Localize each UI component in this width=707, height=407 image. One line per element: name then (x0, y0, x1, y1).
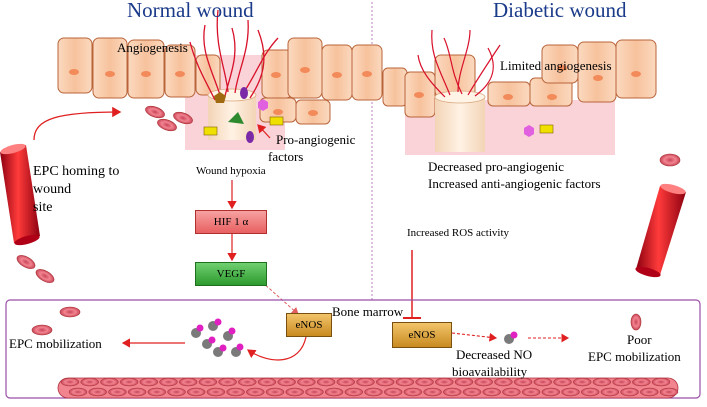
marrow-red-cell (572, 377, 592, 387)
epc-cluster-right (504, 331, 518, 344)
left-blood-vessel (0, 143, 40, 246)
right-blood-vessel (635, 183, 686, 278)
marrow-red-cell (226, 387, 245, 397)
arrow-vegf-enos (261, 281, 299, 315)
marrow-red-cell (423, 387, 442, 397)
bottom-blood-vessel (57, 377, 679, 399)
marrow-red-cell (612, 377, 631, 387)
marrow-red-cell (60, 377, 80, 387)
marrow-red-cell (533, 377, 553, 387)
marrow-red-cell (541, 387, 561, 397)
marrow-red-cell (620, 387, 639, 397)
label-increased-anti-angiogenic: Increased anti-angiogenic factors (428, 176, 601, 191)
marrow-red-cell (474, 377, 493, 387)
marrow-red-cell (502, 387, 521, 397)
marrow-red-cell (100, 377, 119, 387)
marrow-red-cell (246, 387, 265, 397)
marrow-red-cell (88, 387, 107, 397)
marrow-red-cell (238, 377, 257, 387)
label-angiogenesis: Angiogenesis (117, 40, 188, 55)
marrow-red-cell (344, 387, 364, 397)
marrow-red-cell (305, 387, 324, 397)
label-epc-homing-3: site (33, 200, 53, 215)
marrow-red-cell (297, 377, 316, 387)
left-skin-layer (57, 9, 383, 150)
title-normal-wound: Normal wound (127, 0, 254, 22)
right-skin-layer (382, 29, 657, 155)
label-bone-marrow: Bone marrow (332, 304, 404, 319)
marrow-red-cell (218, 377, 237, 387)
label-wound-hypoxia: Wound hypoxia (196, 165, 266, 177)
arrow-enos-no (451, 332, 498, 342)
epc-cluster-left (191, 318, 244, 357)
enos-box-right: eNOS (392, 322, 452, 348)
marrow-red-cell (494, 377, 513, 387)
label-factors: factors (268, 149, 304, 164)
label-pro-angiogenic: Pro-angiogenic (276, 132, 356, 147)
marrow-red-cell (178, 377, 198, 387)
marrow-red-cell (167, 387, 186, 397)
marrow-red-cell (257, 377, 277, 387)
marrow-red-cell (375, 377, 395, 387)
label-decreased-no: Decreased NO (456, 347, 533, 362)
label-increased-ros: Increased ROS activity (407, 227, 510, 239)
marrow-red-cell (206, 387, 226, 397)
marrow-red-cell (159, 377, 178, 387)
label-bioavailability: bioavailability (452, 364, 528, 379)
title-diabetic-wound: Diabetic wound (493, 0, 627, 22)
label-limited-angiogenesis: Limited angiogenesis (500, 58, 612, 73)
marrow-red-cell (443, 387, 462, 397)
marrow-red-cell (383, 387, 403, 397)
marrow-red-cell (454, 377, 474, 387)
homing-arrow (33, 106, 122, 141)
marrow-red-cell (415, 377, 434, 387)
marrow-red-cell (80, 377, 99, 387)
marrow-red-cell (316, 377, 336, 387)
marrow-red-cell (513, 377, 533, 387)
marrow-red-cell (147, 387, 167, 397)
marrow-red-cell (285, 387, 304, 397)
marrow-red-cell (553, 377, 572, 387)
marrow-red-cell (395, 377, 415, 387)
marrow-red-cell (659, 387, 679, 397)
marrow-red-cell (139, 377, 159, 387)
hif-box: HIF 1 α (195, 210, 267, 234)
marrow-red-cell (108, 387, 127, 397)
marrow-red-cell (632, 377, 651, 387)
red-blood-cells (16, 105, 681, 336)
marrow-red-cell (127, 387, 147, 397)
marrow-red-cell (462, 387, 482, 397)
marrow-red-cell (336, 377, 356, 387)
marrow-red-cell (277, 377, 296, 387)
enos-box-left: eNOS (286, 313, 332, 337)
marrow-red-cell (119, 377, 139, 387)
marrow-red-cell (640, 387, 659, 397)
vegf-box: VEGF (195, 262, 267, 286)
marrow-red-cell (68, 387, 88, 397)
marrow-red-cell (356, 377, 375, 387)
marrow-red-cell (592, 377, 612, 387)
label-epc-homing-2: wound (33, 182, 72, 197)
marrow-red-cell (364, 387, 383, 397)
marrow-red-cell (580, 387, 600, 397)
marrow-red-cell (403, 387, 423, 397)
label-epc-mobilization: EPC mobilization (9, 336, 102, 351)
marrow-red-cell (198, 377, 218, 387)
marrow-red-cell (600, 387, 620, 397)
marrow-red-cell (186, 387, 206, 397)
arrow-enos-release (247, 336, 307, 361)
label-poor: Poor (627, 332, 652, 347)
label-decreased-pro-angiogenic: Decreased pro-angiogenic (428, 159, 565, 174)
marrow-red-cell (482, 387, 501, 397)
marrow-red-cell (265, 387, 285, 397)
marrow-red-cell (651, 377, 671, 387)
marrow-red-cell (561, 387, 580, 397)
label-poor-epc-mobilization: EPC mobilization (588, 349, 681, 364)
marrow-red-cell (521, 387, 541, 397)
label-epc-homing-1: EPC homing to (33, 164, 120, 179)
marrow-red-cell (435, 377, 454, 387)
marrow-red-cell (324, 387, 344, 397)
